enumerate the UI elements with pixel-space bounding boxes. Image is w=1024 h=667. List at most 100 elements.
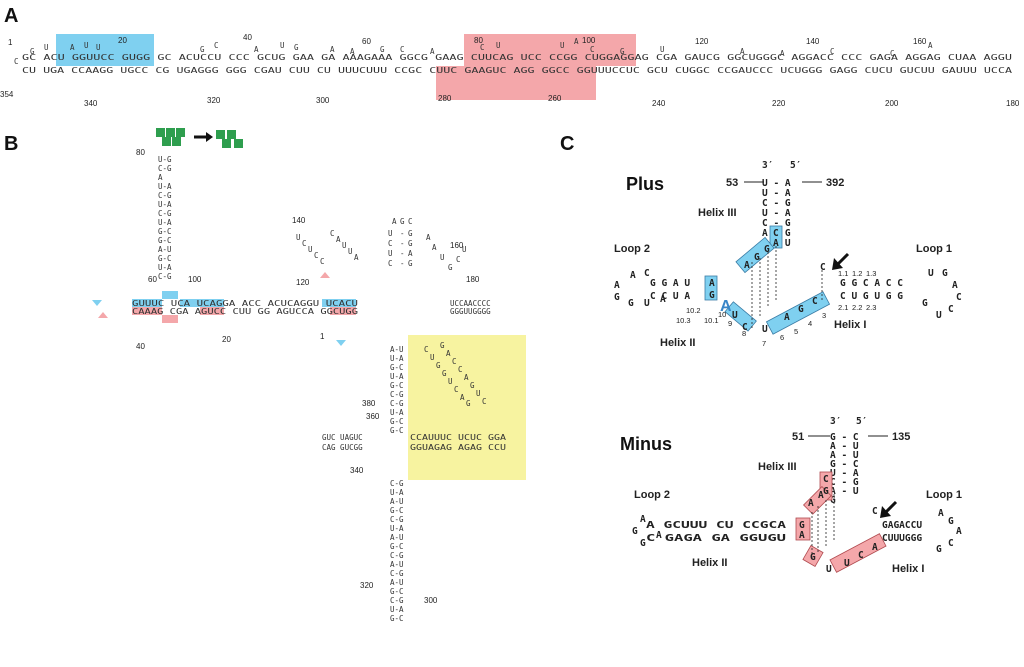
- plus-h2-bot: C C U A: [650, 291, 690, 302]
- b-yellow-highlight: [408, 335, 526, 480]
- svg-text:U: U: [476, 389, 481, 398]
- b-num-180: 180: [466, 275, 480, 284]
- a-loop-nt: U: [496, 41, 501, 50]
- b-middle-stem: A-UU-AG-CU-AG-CC-GC-GU-AG-CG-C: [390, 345, 404, 435]
- panel-a-blue-highlight: [56, 34, 154, 66]
- a-num-320: 320: [207, 96, 221, 105]
- svg-text:A: A: [426, 233, 431, 242]
- plus-blue-nt: U: [732, 310, 738, 321]
- b-stem-bottom-pair: C-G: [390, 515, 404, 524]
- plus-blue-nt: A: [784, 312, 790, 323]
- minus-u-bottom: U: [826, 564, 832, 575]
- svg-text:C: C: [482, 397, 487, 406]
- b-blue-box-1: [132, 299, 162, 307]
- minus-pink-nt: G: [799, 520, 805, 531]
- svg-text:-: -: [400, 249, 405, 258]
- panel-a-pink-highlight-bottom: [436, 66, 596, 100]
- plus-loop2-nt: G: [614, 292, 620, 303]
- b-num-60: 60: [148, 275, 157, 284]
- plus-helix3-label: Helix III: [698, 207, 737, 219]
- svg-text:C: C: [456, 255, 461, 264]
- a-loop-nt: G: [30, 47, 35, 56]
- a-loop-nt: C: [590, 45, 595, 54]
- a-loop-nt: C: [890, 49, 895, 58]
- svg-text:U: U: [388, 249, 393, 258]
- plus-position-label: 1.2: [852, 269, 862, 278]
- b-stem-top-pair: U-A: [158, 263, 172, 272]
- minus-right-num: 135: [892, 431, 910, 443]
- plus-loop2-nt: C: [644, 268, 650, 279]
- minus-helix1-label: Helix I: [892, 563, 924, 575]
- b-num-1: 1: [320, 332, 325, 341]
- b-mid-left-bottom: CAG GUCGG: [322, 443, 363, 452]
- plus-position-label: 9: [728, 319, 732, 328]
- a-loop-nt: A: [350, 47, 355, 56]
- plus-title: Plus: [626, 174, 664, 194]
- minus-loop1-nt: A: [938, 508, 944, 519]
- svg-text:G: G: [408, 259, 413, 268]
- plus-c-top: C: [820, 262, 826, 273]
- a-num-220: 220: [772, 99, 786, 108]
- a-loop-nt: C: [214, 41, 219, 50]
- plus-blue-nt: A: [744, 260, 750, 271]
- a-num-200: 200: [885, 99, 899, 108]
- svg-text:U: U: [448, 377, 453, 386]
- plus-loop1-nt: U: [928, 268, 934, 279]
- a-loop-nt: C: [830, 47, 835, 56]
- minus-c-top: C: [872, 506, 878, 517]
- a-num-180: 180: [1006, 99, 1020, 108]
- b-pink-box-2: [162, 315, 178, 323]
- b-stem-bottom-pair: C-G: [390, 569, 404, 578]
- minus-title: Minus: [620, 434, 672, 454]
- b-num-340: 340: [350, 466, 364, 475]
- b-stem-bottom-pair: A-U: [390, 497, 404, 506]
- plus-prime3: 3′: [762, 160, 773, 171]
- minus-loop2-label: Loop 2: [634, 489, 670, 501]
- svg-text:C: C: [408, 217, 413, 226]
- b-stem-bottom-pair: C-G: [390, 596, 404, 605]
- a-loop-nt: G: [294, 43, 299, 52]
- plus-blue-nt: C: [812, 296, 818, 307]
- triangle-pink-left: [98, 312, 108, 318]
- b-stem-bottom-pair: U-A: [390, 605, 404, 614]
- b-stem-top-pair: G-C: [158, 254, 172, 263]
- b-num-120: 120: [296, 278, 310, 287]
- a-num-240: 240: [652, 99, 666, 108]
- plus-blue-nt: C: [742, 322, 748, 333]
- svg-text:C: C: [320, 257, 325, 266]
- b-num-140: 140: [292, 216, 306, 225]
- b-left-arm-bottom: CAAAG CGA AGUCC CUU GG AGUCCA GGCUGG: [132, 307, 359, 316]
- minus-helix3-stem: G - CA - UA - UG - CU - AC - GA - UG: [830, 432, 859, 506]
- plus-position-label: 5: [794, 327, 798, 336]
- b-pink-box-4: [330, 307, 356, 315]
- svg-text:C: C: [388, 259, 393, 268]
- a-num-20: 20: [118, 36, 127, 45]
- minus-pink-nt: A: [872, 542, 878, 553]
- b-mid-stem-pair: C-G: [390, 399, 404, 408]
- panel-b-label: B: [4, 133, 18, 155]
- b-stem-bottom-pair: A-U: [390, 560, 404, 569]
- plus-helix2-label: Helix II: [660, 337, 695, 349]
- panel-a-pink-highlight-top: [464, 34, 636, 66]
- plus-loop2-label: Loop 2: [614, 243, 650, 255]
- minus-pink-nt: A: [799, 530, 805, 541]
- b-blue-box-3: [180, 299, 224, 307]
- minus-loop2-nts: AGGA: [632, 514, 662, 549]
- svg-text:G: G: [470, 381, 475, 390]
- b-mid-stem-pair: U-A: [390, 408, 404, 417]
- b-blue-box-2: [162, 291, 178, 299]
- b-pink-box-3: [200, 307, 224, 315]
- b-stem-top-pair: U-A: [158, 200, 172, 209]
- svg-text:A: A: [464, 373, 469, 382]
- panel-a-label: A: [4, 5, 18, 27]
- minus-h2-bot: C GAGA GA GGUGU: [646, 533, 786, 544]
- minus-left-num: 51: [792, 431, 804, 443]
- svg-text:A: A: [408, 249, 413, 258]
- a-num-300: 300: [316, 96, 330, 105]
- a-loop-nt: U: [280, 41, 285, 50]
- svg-text:A: A: [446, 349, 451, 358]
- b-num-160: 160: [450, 241, 464, 250]
- svg-text:G: G: [400, 217, 405, 226]
